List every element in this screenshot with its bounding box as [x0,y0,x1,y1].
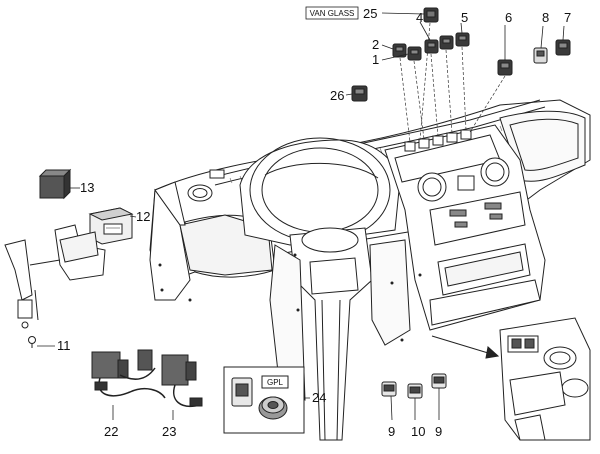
switch-8 [533,47,548,64]
switch-4b [439,35,454,50]
callout-label-c8: 8 [542,10,549,25]
switch-25-van-glass [423,7,439,23]
callout-label-c7: 7 [564,10,571,25]
switch-4 [424,39,439,54]
callout-label-c24: 24 [312,390,326,405]
callout-label-c9b: 9 [435,424,442,439]
callout-label-c23: 23 [162,424,176,439]
callout-label-c4: 4 [416,10,423,25]
gpl-tag: GPL [267,378,284,387]
relay-13 [38,168,72,200]
callout-leader-lines [37,12,565,421]
console-detail-inset [381,317,591,441]
gpl-inset-box [223,366,305,434]
callout-label-c11: 11 [57,338,71,353]
console-switch-slot-1 [404,141,416,152]
callout-label-c2: 2 [372,37,379,52]
switch-5 [455,32,470,47]
dashboard-left-end [154,181,186,226]
gpl-tag-box [261,375,289,389]
switch-2 [392,43,407,58]
callout-label-c9a: 9 [388,424,395,439]
mounting-bracket [4,224,106,329]
top-switches [351,7,571,143]
screw-11 [28,336,36,348]
harness-22 [91,349,166,399]
callout-label-c13: 13 [80,180,94,195]
switch-26 [351,85,368,102]
switch-9-left [381,381,397,397]
callout-label-c1: 1 [372,52,379,67]
switch-6 [497,59,513,76]
switch-1 [407,46,422,61]
switch-9-right [431,373,447,389]
gpl-switch-body [231,377,253,407]
callout-label-c12: 12 [136,209,150,224]
callout-label-c22: 22 [104,424,118,439]
van-glass-tag-box [305,6,359,20]
callout-label-c26: 26 [330,88,344,103]
left-parts [4,168,134,348]
switch-10 [407,383,423,399]
gpl-round-switch [258,396,288,420]
switch-7 [555,39,571,56]
van-glass-tag: VAN GLASS [310,9,355,18]
dashed-leader-lines [399,22,506,143]
callout-label-c25: 25 [363,6,377,21]
wiring-harness-parts [91,349,203,407]
harness-23 [161,354,203,407]
callout-label-c10: 10 [411,424,425,439]
callout-label-c6: 6 [505,10,512,25]
callout-label-c5: 5 [461,10,468,25]
control-module-12 [88,207,134,245]
dashboard-assembly [149,99,591,441]
